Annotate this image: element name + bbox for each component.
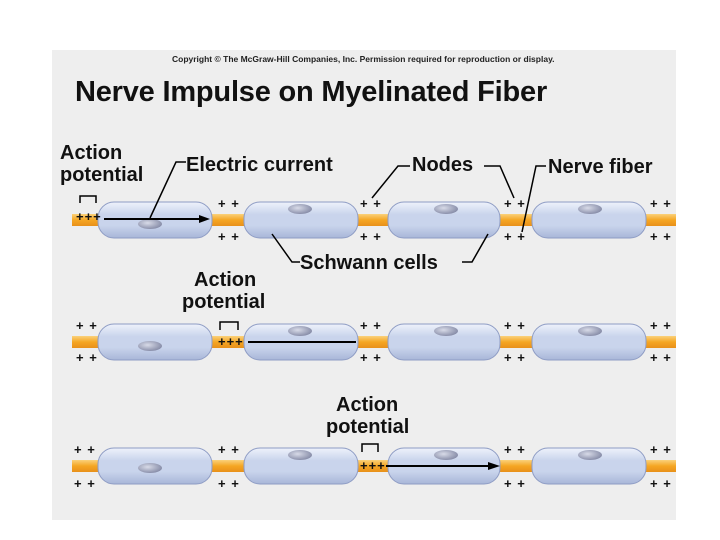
node-charge-bottom: + + (218, 476, 240, 491)
schwann-nucleus (434, 326, 458, 336)
action-potential-charges: +++ (76, 209, 102, 224)
schwann-nucleus (138, 219, 162, 229)
schwann-nucleus (434, 450, 458, 460)
schwann-cell (531, 201, 647, 239)
action-potential-charges: +++ (360, 458, 386, 473)
schwann-cell (531, 447, 647, 485)
action-potential-label-1: Action potential (60, 142, 143, 186)
node-charge-bottom: + + (504, 350, 526, 365)
label-line: potential (326, 416, 410, 438)
schwann-cell (243, 447, 359, 485)
nerve-fiber-label: Nerve fiber (548, 156, 653, 178)
schwann-nucleus (288, 204, 312, 214)
nodes-label: Nodes (412, 154, 474, 176)
schwann-nucleus (288, 326, 312, 336)
schwann-cell (387, 201, 501, 239)
action-potential-label-2: Action potential (182, 269, 265, 313)
electric-current-label: Electric current (186, 154, 333, 176)
schwann-cell (387, 323, 501, 361)
node-charge-top: + + (504, 318, 526, 333)
fiber-row-2 (72, 323, 676, 361)
node-charge-top: + + (504, 196, 526, 211)
nerve-fiber-leader (521, 165, 546, 233)
node-charge-top: + + (360, 318, 382, 333)
current-arrowhead (199, 215, 210, 223)
action-potential-charges: +++ (218, 334, 244, 349)
node-charge-bottom: + + (650, 476, 672, 491)
label-line: potential (60, 164, 144, 186)
label-line: Action (60, 142, 123, 164)
action-potential-bracket (79, 195, 97, 203)
node-charge-bottom: + + (360, 350, 382, 365)
node-charge-top: + + (650, 442, 672, 457)
schwann-nucleus (138, 463, 162, 473)
current-arrowhead (488, 462, 500, 470)
node-charge-bottom: + + (650, 229, 672, 244)
action-potential-bracket (361, 443, 379, 452)
fiber-row-1 (72, 201, 676, 239)
schwann-nucleus (288, 450, 312, 460)
node-charge-bottom: + + (360, 229, 382, 244)
action-potential-label-3: Action potential (326, 394, 409, 438)
schwann-cell (531, 323, 647, 361)
schwann-cell (243, 201, 359, 239)
axon-row-2 (72, 336, 676, 348)
schwann-leader-right (462, 233, 489, 263)
label-line: potential (182, 291, 266, 313)
node-charge-bottom: + + (74, 476, 96, 491)
schwann-nucleus (578, 326, 602, 336)
schwann-cells-label: Schwann cells (300, 252, 438, 274)
node-charge-top: + + (218, 442, 240, 457)
node-charge-top: + + (650, 318, 672, 333)
node-charge-bottom: + + (504, 229, 526, 244)
schwann-leader-left (271, 233, 300, 263)
node-charge-bottom: + + (504, 476, 526, 491)
schwann-nucleus (578, 450, 602, 460)
node-charge-top: + + (360, 196, 382, 211)
nodes-leader-left (371, 165, 410, 199)
nodes-leader-right (484, 165, 515, 199)
schwann-nucleus (138, 341, 162, 351)
label-line: Action (194, 269, 257, 291)
node-charge-top: + + (74, 442, 96, 457)
node-charge-top: + + (504, 442, 526, 457)
label-line: Action (336, 394, 399, 416)
node-charge-bottom: + + (76, 350, 98, 365)
axon-row-3 (72, 460, 676, 472)
node-charge-bottom: + + (650, 350, 672, 365)
diagram-panel (52, 50, 676, 520)
copyright-notice: Copyright © The McGraw-Hill Companies, I… (172, 54, 555, 64)
node-charge-top: + + (76, 318, 98, 333)
electric-current-leader (149, 161, 186, 219)
action-potential-bracket (219, 321, 239, 330)
node-charge-bottom: + + (218, 229, 240, 244)
node-charge-top: + + (218, 196, 240, 211)
fiber-row-3 (72, 447, 676, 485)
page-title: Nerve Impulse on Myelinated Fiber (75, 76, 548, 108)
node-charge-top: + + (650, 196, 672, 211)
schwann-nucleus (434, 204, 458, 214)
schwann-nucleus (578, 204, 602, 214)
